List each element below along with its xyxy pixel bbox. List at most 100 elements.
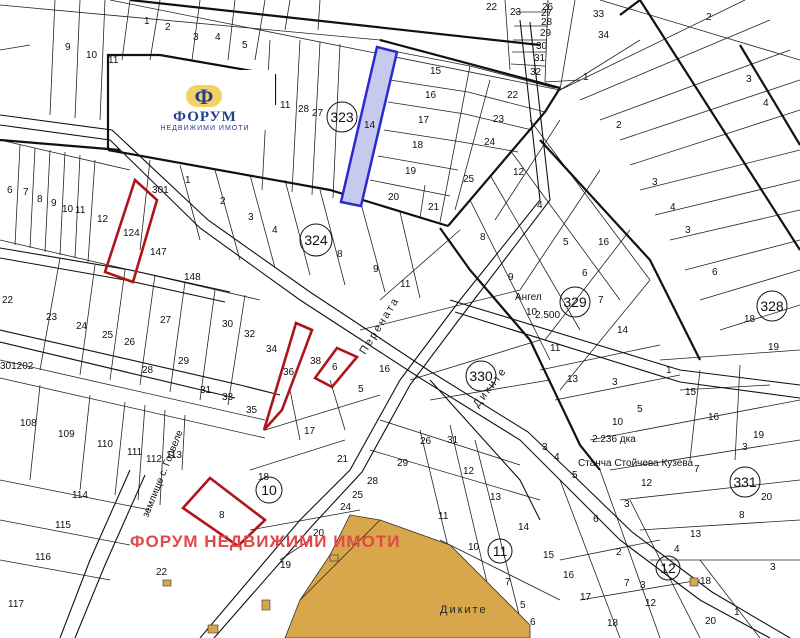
- plot-label: 26: [542, 2, 554, 13]
- plot-label: 9: [65, 42, 71, 53]
- plot-label: 7: [624, 578, 630, 589]
- plot-label: 7: [505, 577, 511, 588]
- plot-label: 25: [352, 490, 364, 501]
- plot-label: 3: [542, 442, 548, 453]
- plot-label: 3: [612, 377, 618, 388]
- plot-label: 109: [58, 429, 75, 440]
- plot-label: 5: [572, 470, 578, 481]
- plot-label: 8: [739, 510, 745, 521]
- plot-label: 10: [86, 50, 98, 61]
- plot-label: 2: [706, 12, 712, 23]
- plot-numbers: 1 2 3 4 5 9 10 11 11 28 27 14 15 16 17 1…: [0, 2, 780, 629]
- plot-label: 4: [670, 202, 676, 213]
- plot-label: 5: [563, 237, 569, 248]
- plot-label: 1: [185, 175, 191, 186]
- plot-label: 4: [272, 225, 278, 236]
- plot-label: 16: [708, 412, 720, 423]
- plot-label: 5: [520, 600, 526, 611]
- plot-label: 13: [490, 492, 502, 503]
- red-parcel-6[interactable]: [313, 346, 360, 389]
- block-324: 324: [304, 232, 328, 248]
- plot-label: 17: [304, 426, 316, 437]
- plot-label: 147: [150, 247, 167, 258]
- plot-label: 24: [484, 137, 496, 148]
- plot-label: 1: [666, 365, 672, 376]
- plot-label: 3: [248, 212, 254, 223]
- plot-label: 19: [280, 560, 292, 571]
- street-perenata: Перената: [357, 295, 402, 357]
- plot-label: 11: [280, 100, 291, 111]
- plot-label: 5: [242, 40, 248, 51]
- red-parcel-124[interactable]: [103, 177, 159, 284]
- plot-label: 29: [178, 356, 190, 367]
- plot-label: 4: [763, 98, 769, 109]
- roads: [0, 19, 800, 638]
- plot-label: 26: [420, 436, 432, 447]
- plot-label: 9: [508, 272, 514, 283]
- plot-label: 7: [598, 295, 604, 306]
- block-10: 10: [261, 482, 277, 498]
- plot-label: 15: [543, 550, 555, 561]
- plot-label: 16: [379, 364, 391, 375]
- plot-label: 11: [438, 511, 449, 522]
- red-parcel-8[interactable]: [181, 476, 267, 548]
- plot-label: 20: [705, 616, 717, 627]
- block-circles: [255, 101, 788, 581]
- owner-angel: Ангел: [515, 292, 542, 303]
- plot-label: 3: [652, 177, 658, 188]
- plot-label: 3: [193, 32, 199, 43]
- plot-label: 111: [127, 447, 143, 458]
- plot-label: 12: [513, 167, 525, 178]
- small-building: [261, 599, 271, 611]
- plot-label: 24: [340, 502, 352, 513]
- plot-label: 3: [746, 74, 752, 85]
- logo: Ф ФОРУМ НЕДВИЖИМИ ИМОТИ: [160, 84, 249, 132]
- plot-label: 10: [62, 204, 74, 215]
- plot-label: 14: [518, 522, 530, 533]
- plot-label: 8: [219, 510, 225, 521]
- plot-label: 29: [397, 458, 409, 469]
- plot-label: 110: [97, 439, 113, 450]
- plot-label: 14: [364, 120, 376, 131]
- plot-label: 4: [215, 32, 221, 43]
- small-building: [689, 577, 699, 587]
- plot-label: 301202: [0, 361, 34, 372]
- plot-label: 3: [624, 499, 630, 510]
- plot-label: 33: [593, 9, 605, 20]
- plot-label: 6: [530, 617, 536, 628]
- plot-label: 31: [200, 385, 212, 396]
- logo-subtitle: НЕДВИЖИМИ ИМОТИ: [160, 125, 249, 132]
- plot-label: 6: [712, 267, 718, 278]
- plot-label: 8: [37, 194, 43, 205]
- plot-label: 6: [332, 362, 338, 373]
- plot-label: 18: [744, 314, 756, 325]
- plot-label: 29: [540, 28, 552, 39]
- plot-label: 20: [388, 192, 400, 203]
- building-warehouse-upper: [299, 514, 381, 601]
- plot-label: 117: [8, 599, 24, 610]
- plot-label: 18: [607, 618, 619, 629]
- red-parcel-36[interactable]: [262, 321, 314, 431]
- plot-label: 3: [685, 225, 691, 236]
- plot-label: 5: [358, 384, 364, 395]
- block-331: 331: [733, 474, 757, 490]
- plot-label: 1: [734, 607, 740, 618]
- plot-label: 108: [20, 418, 37, 429]
- plot-label: 28: [367, 476, 379, 487]
- plot-label: 6: [582, 268, 588, 279]
- highlighted-parcel[interactable]: [339, 45, 399, 208]
- plot-label: 28: [541, 17, 553, 28]
- plot-label: 1: [144, 16, 150, 27]
- plot-label: 113: [166, 450, 182, 461]
- plot-label: 148: [184, 272, 201, 283]
- plot-label: 22: [486, 2, 498, 13]
- block-11: 11: [493, 543, 508, 559]
- plot-label: 25: [463, 174, 475, 185]
- plot-label: 10: [526, 307, 538, 318]
- red-parcels[interactable]: [103, 177, 360, 548]
- plot-label: 25: [102, 330, 114, 341]
- watermark: ФОРУМ НЕДВИЖИМИ ИМОТИ: [130, 532, 400, 551]
- plot-label: 22: [156, 567, 168, 578]
- plot-label: 14: [617, 325, 629, 336]
